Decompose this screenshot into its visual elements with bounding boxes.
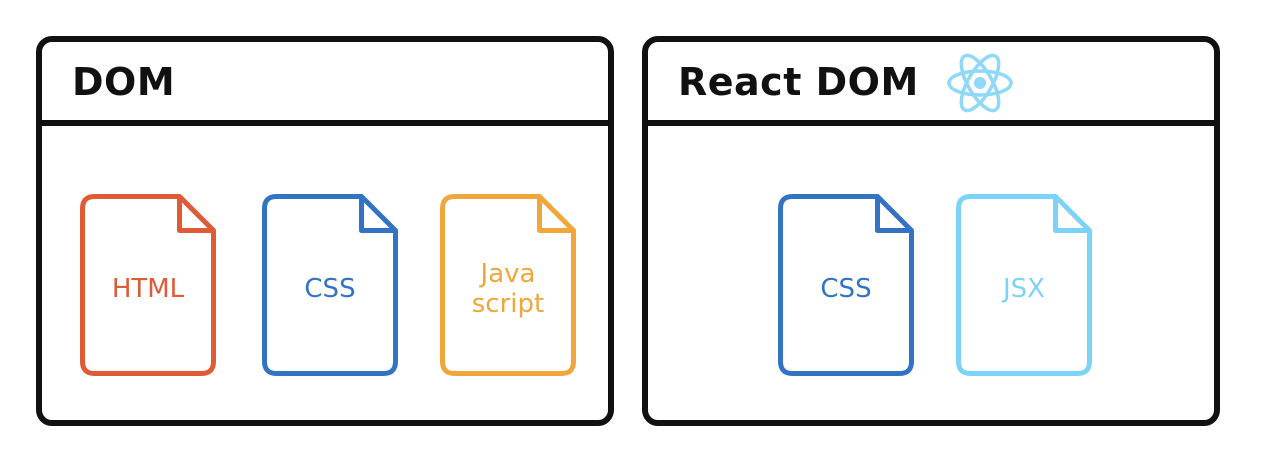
react-atom-orbit-2 — [959, 53, 1001, 113]
file-outline — [956, 194, 1092, 376]
react-dom-file-css: CSS — [778, 194, 914, 376]
file-outline — [778, 194, 914, 376]
react-dom-panel: React DOM CSS JSX — [642, 36, 1220, 426]
dom-panel-title: DOM — [72, 60, 176, 104]
dom-file-css: CSS — [262, 194, 398, 376]
file-outline — [80, 194, 216, 376]
file-corner-fold — [875, 196, 912, 233]
react-atom-orbit-1 — [947, 69, 1013, 97]
file-label: CSS — [304, 274, 356, 304]
file-corner-fold — [1053, 196, 1090, 233]
file-label: CSS — [820, 274, 872, 304]
file-label: JSX — [1003, 274, 1045, 304]
file-icon — [80, 194, 216, 376]
file-corner-fold — [359, 196, 396, 233]
react-dom-file-jsx: JSX — [956, 194, 1092, 376]
react-atom-core — [974, 77, 986, 89]
file-icon — [956, 194, 1092, 376]
react-dom-panel-title: React DOM — [678, 60, 919, 104]
file-corner-fold — [537, 196, 574, 233]
react-atom-orbit-3 — [959, 53, 1001, 113]
file-label: Java — [480, 259, 536, 289]
file-icon — [778, 194, 914, 376]
dom-file-html: HTML — [80, 194, 216, 376]
react-dom-panel-header: React DOM — [648, 42, 1214, 126]
file-label: script — [471, 289, 545, 319]
file-outline — [262, 194, 398, 376]
file-label: HTML — [111, 274, 185, 304]
file-outline — [440, 194, 576, 376]
dom-panel-header: DOM — [42, 42, 608, 126]
file-icon — [440, 194, 576, 376]
file-corner-fold — [177, 196, 214, 233]
file-icon — [262, 194, 398, 376]
react-atom-icon — [947, 53, 1013, 113]
